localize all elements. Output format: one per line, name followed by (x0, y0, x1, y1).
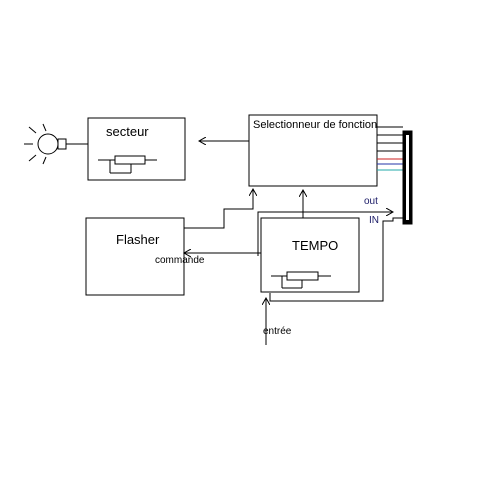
tempo-potentiometer-icon (271, 271, 331, 289)
commande-label: commande (155, 255, 205, 266)
in-label: IN (369, 215, 379, 226)
flasher-block (85, 217, 185, 296)
connector-icon (402, 130, 413, 225)
out-label: out (364, 196, 378, 207)
tempo-label: TEMPO (292, 238, 339, 253)
entree-label: entrée (263, 326, 292, 337)
secteur-label: secteur (106, 124, 149, 139)
secteur-block (87, 117, 186, 181)
lamp-icon (24, 123, 72, 165)
selecteur-label: Selectionneur de fonction (253, 119, 378, 131)
tempo-block (260, 217, 360, 293)
in-wire (269, 217, 403, 302)
flasher-control-wire (184, 189, 253, 229)
selecteur-block (248, 114, 378, 187)
flasher-label: Flasher (116, 232, 160, 247)
out-wire (257, 212, 393, 256)
selecteur-connector-wires (377, 126, 403, 171)
potentiometer-icon (98, 155, 157, 174)
